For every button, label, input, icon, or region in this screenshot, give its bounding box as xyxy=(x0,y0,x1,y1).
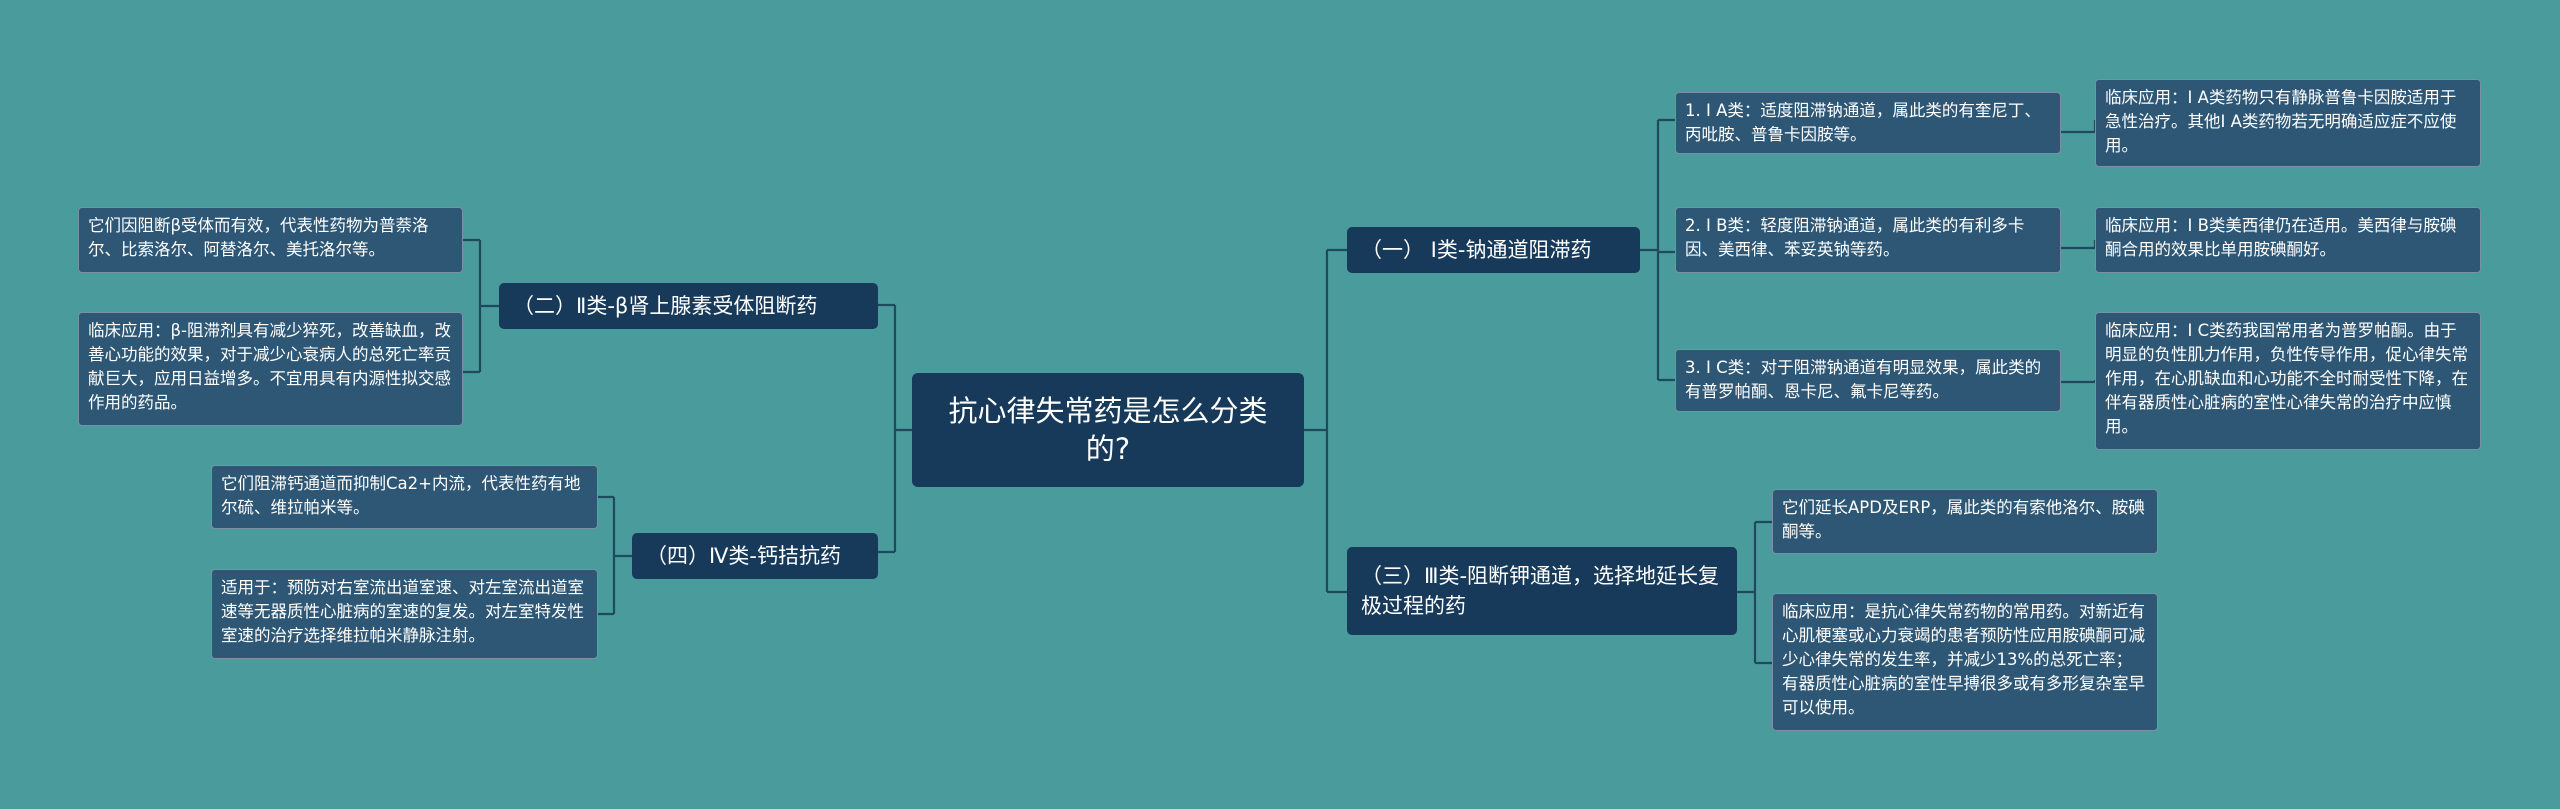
branch-class2[interactable]: （二）Ⅱ类-β肾上腺素受体阻断药 xyxy=(499,283,878,329)
connector-ib-note xyxy=(2061,240,2097,250)
leaf-class4-note[interactable]: 适用于：预防对右室流出道室速、对左室流出道室速等无器质性心脏病的室速的复发。对左… xyxy=(211,569,598,659)
leaf-class3-desc[interactable]: 它们延长APD及ERP，属此类的有索他洛尔、胺碘酮等。 xyxy=(1772,489,2158,554)
connector-class3 xyxy=(1737,520,1772,665)
leaf-class1-ic-note[interactable]: 临床应用：Ⅰ C类药我国常用者为普罗帕酮。由于明显的负性肌力作用，负性传导作用，… xyxy=(2095,312,2481,450)
branch-class3-title: （三）Ⅲ类-阻断钾通道，选择地延长复极过程的药 xyxy=(1361,564,1720,618)
connector-ia-note xyxy=(2061,120,2097,134)
connector-root-left xyxy=(878,303,912,554)
connector-class4 xyxy=(598,495,632,616)
leaf-class3-note[interactable]: 临床应用：是抗心律失常药物的常用药。对新近有心肌梗塞或心力衰竭的患者预防性应用胺… xyxy=(1772,593,2158,731)
connector-ic-note xyxy=(2061,380,2097,384)
branch-class2-title: （二）Ⅱ类-β肾上腺素受体阻断药 xyxy=(513,294,818,318)
root-topic-text: 抗心律失常药是怎么分类的? xyxy=(948,394,1268,466)
leaf-class1-ib[interactable]: 2. Ⅰ B类：轻度阻滞钠通道，属此类的有利多卡因、美西律、苯妥英钠等药。 xyxy=(1675,207,2061,273)
branch-class1-title: （一） Ⅰ类-钠通道阻滞药 xyxy=(1361,238,1592,262)
leaf-class2-desc[interactable]: 它们因阻断β受体而有效，代表性药物为普萘洛尔、比索洛尔、阿替洛尔、美托洛尔等。 xyxy=(78,207,463,273)
branch-class4[interactable]: （四）Ⅳ类-钙拮抗药 xyxy=(632,533,878,579)
branch-class1[interactable]: （一） Ⅰ类-钠通道阻滞药 xyxy=(1347,227,1640,273)
leaf-class2-note[interactable]: 临床应用：β-阻滞剂具有减少猝死，改善缺血，改善心功能的效果，对于减少心衰病人的… xyxy=(78,312,463,426)
connector-class1 xyxy=(1640,118,1675,382)
root-topic[interactable]: 抗心律失常药是怎么分类的? xyxy=(912,373,1304,487)
leaf-class1-ib-note[interactable]: 临床应用：Ⅰ B类美西律仍在适用。美西律与胺碘酮合用的效果比单用胺碘酮好。 xyxy=(2095,207,2481,273)
branch-class4-title: （四）Ⅳ类-钙拮抗药 xyxy=(646,544,841,568)
leaf-class1-ic[interactable]: 3. Ⅰ C类：对于阻滞钠通道有明显效果，属此类的有普罗帕酮、恩卡尼、氟卡尼等药… xyxy=(1675,349,2061,412)
leaf-class4-desc[interactable]: 它们阻滞钙通道而抑制Ca2+内流，代表性药有地尔硫、维拉帕米等。 xyxy=(211,465,598,529)
connector-class2 xyxy=(463,238,499,374)
leaf-class1-ia[interactable]: 1. Ⅰ A类：适度阻滞钠通道，属此类的有奎尼丁、丙吡胺、普鲁卡因胺等。 xyxy=(1675,92,2061,154)
connector-root-right xyxy=(1304,248,1347,594)
branch-class3[interactable]: （三）Ⅲ类-阻断钾通道，选择地延长复极过程的药 xyxy=(1347,547,1737,635)
leaf-class1-ia-note[interactable]: 临床应用：Ⅰ A类药物只有静脉普鲁卡因胺适用于急性治疗。其他Ⅰ A类药物若无明确… xyxy=(2095,79,2481,167)
